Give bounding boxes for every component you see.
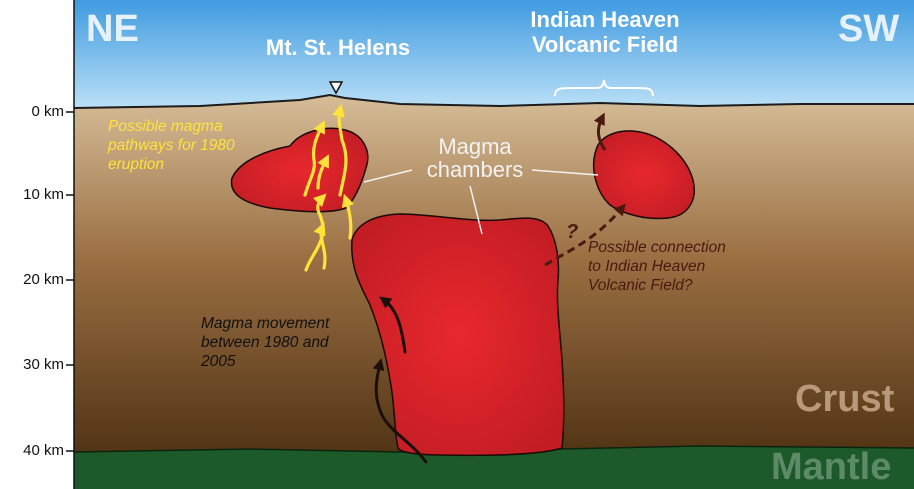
depth-ticks <box>66 112 74 451</box>
movement-note-line3: 2005 <box>201 352 235 371</box>
connection-note-line3: Volcanic Field? <box>588 276 693 295</box>
pathways-note-line3: eruption <box>108 155 164 174</box>
sky <box>74 0 914 112</box>
direction-sw-label: SW <box>838 10 899 48</box>
question-mark-label: ? <box>566 223 578 242</box>
pathways-note-line1: Possible magma <box>108 117 223 136</box>
indian-heaven-label-line1: Indian Heaven <box>500 8 710 32</box>
magma-chambers-label-line2: chambers <box>405 159 545 181</box>
magma-chambers-label-line1: Magma <box>405 136 545 158</box>
depth-label-30: 30 km <box>2 357 64 373</box>
movement-note-line1: Magma movement <box>201 314 329 333</box>
direction-ne-label: NE <box>86 10 139 48</box>
crust-label: Crust <box>795 380 894 418</box>
indian-heaven-label-line2: Volcanic Field <box>500 33 710 57</box>
pathways-note-line2: pathways for 1980 <box>108 136 235 155</box>
mantle-label: Mantle <box>771 448 891 486</box>
connection-note-line1: Possible connection <box>588 238 726 257</box>
depth-label-10: 10 km <box>2 187 64 203</box>
movement-note-line2: between 1980 and <box>201 333 329 352</box>
depth-label-0: 0 km <box>2 104 64 120</box>
connection-note-line2: to Indian Heaven <box>588 257 705 276</box>
depth-label-40: 40 km <box>2 443 64 459</box>
depth-label-20: 20 km <box>2 272 64 288</box>
mt-st-helens-label: Mt. St. Helens <box>250 36 426 60</box>
